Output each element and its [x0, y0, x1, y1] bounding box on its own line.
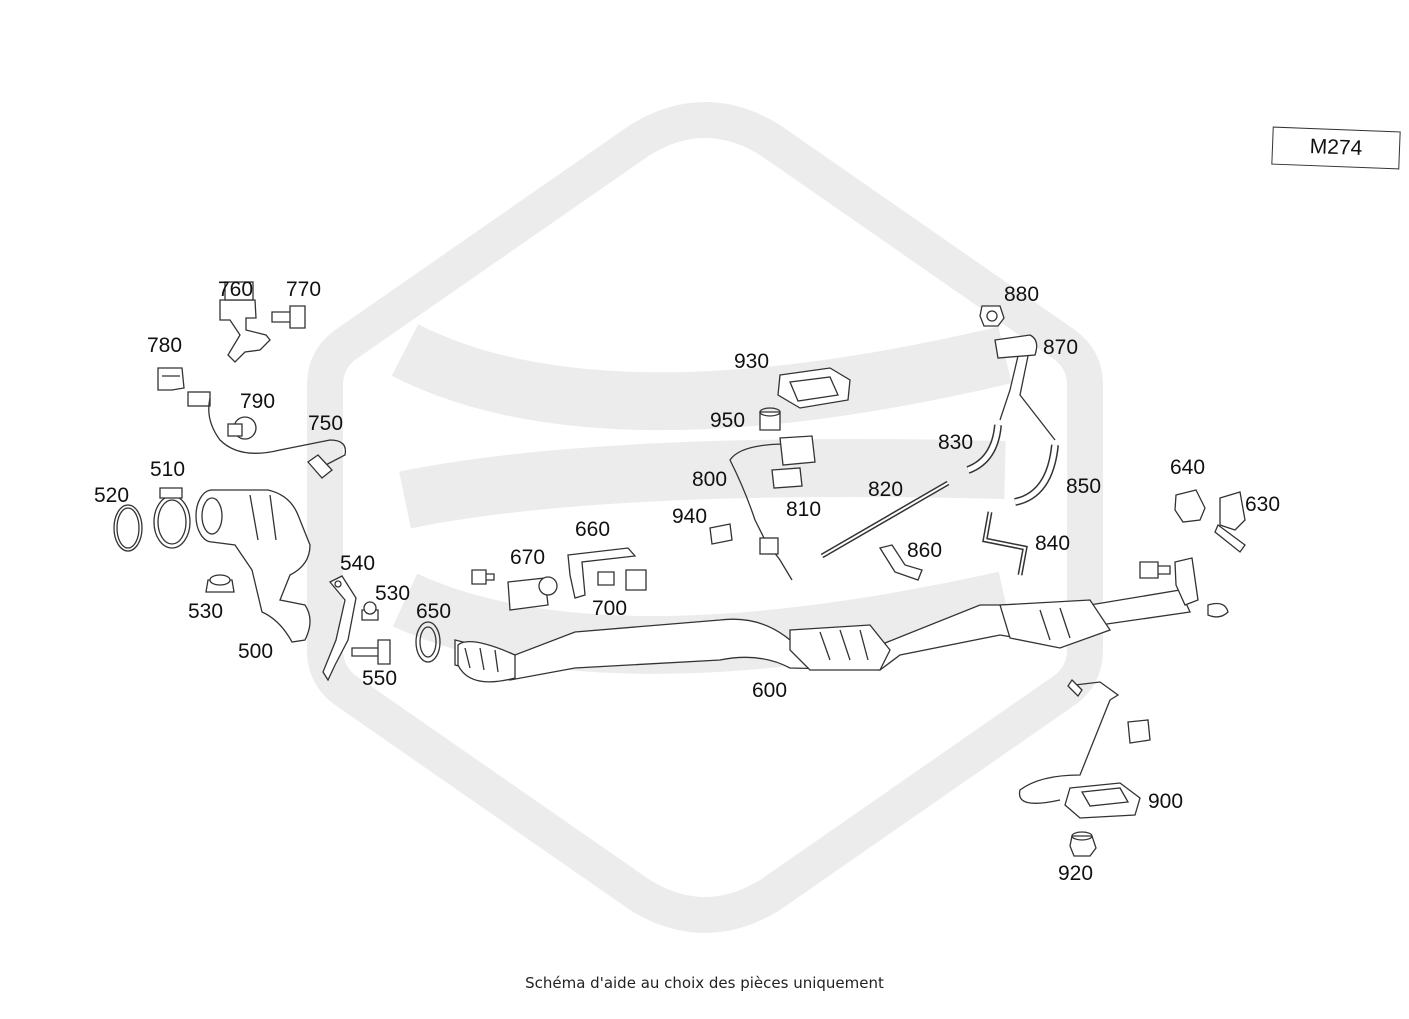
- part-920-nut[interactable]: [1069, 831, 1097, 857]
- label-760[interactable]: 760: [218, 278, 253, 301]
- label-800[interactable]: 800: [692, 468, 727, 491]
- part-780-clip[interactable]: [157, 367, 185, 391]
- label-900[interactable]: 900: [1148, 790, 1183, 813]
- label-660[interactable]: 660: [575, 518, 610, 541]
- label-940[interactable]: 940: [672, 505, 707, 528]
- label-650[interactable]: 650: [416, 600, 451, 623]
- label-530-left[interactable]: 530: [188, 600, 223, 623]
- part-600-exhaust-pipe[interactable]: [454, 589, 1191, 683]
- part-950-nut[interactable]: [759, 407, 781, 431]
- part-770-bolt[interactable]: [271, 305, 306, 329]
- label-860[interactable]: 860: [907, 539, 942, 562]
- label-830[interactable]: 830: [938, 431, 973, 454]
- part-labels: 500 510 520 530 530 540 550 600 630 640 …: [94, 278, 1280, 885]
- label-530-right[interactable]: 530: [375, 582, 410, 605]
- part-800-temp-sensor[interactable]: [729, 443, 793, 581]
- part-550-bolt[interactable]: [351, 639, 391, 665]
- label-750[interactable]: 750: [308, 412, 343, 435]
- part-930-control-unit[interactable]: [777, 367, 851, 409]
- part-830-hose[interactable]: [966, 424, 1002, 474]
- part-820-pipe[interactable]: [820, 480, 950, 559]
- part-880-nut[interactable]: [979, 305, 1005, 327]
- part-530-nut-left[interactable]: [205, 574, 235, 593]
- label-790[interactable]: 790: [240, 390, 275, 413]
- label-670[interactable]: 670: [510, 546, 545, 569]
- label-840[interactable]: 840: [1035, 532, 1070, 555]
- part-870-pressure-sensor[interactable]: [994, 334, 1056, 441]
- part-rear-hanger-assembly[interactable]: [1139, 557, 1229, 618]
- part-520-gasket[interactable]: [113, 504, 143, 552]
- part-640-bracket[interactable]: [1174, 489, 1206, 523]
- label-820[interactable]: 820: [868, 478, 903, 501]
- label-870[interactable]: 870: [1043, 336, 1078, 359]
- label-500[interactable]: 500: [238, 640, 273, 663]
- brand-logo-watermark: [307, 102, 1103, 933]
- part-530-nut-right[interactable]: [361, 601, 379, 621]
- label-780[interactable]: 780: [147, 334, 182, 357]
- label-600[interactable]: 600: [752, 679, 787, 702]
- part-860-clip[interactable]: [878, 544, 923, 581]
- part-510-clamp[interactable]: [153, 487, 191, 549]
- label-770[interactable]: 770: [286, 278, 321, 301]
- part-540-bracket[interactable]: [322, 575, 357, 682]
- part-850-hose[interactable]: [1013, 444, 1059, 506]
- part-500-catalytic-converter[interactable]: [195, 489, 311, 643]
- part-840-pipe[interactable]: [982, 511, 1028, 576]
- part-630-hanger[interactable]: [1214, 491, 1246, 553]
- label-850[interactable]: 850: [1066, 475, 1101, 498]
- part-900-nox-sensor[interactable]: [1018, 678, 1151, 819]
- part-750-sensor[interactable]: [187, 391, 347, 479]
- label-920[interactable]: 920: [1058, 862, 1093, 885]
- engine-code-badge: M274: [1271, 126, 1401, 170]
- engine-code-text: M274: [1309, 135, 1363, 161]
- label-950[interactable]: 950: [710, 409, 745, 432]
- label-520[interactable]: 520: [94, 484, 129, 507]
- label-700[interactable]: 700: [592, 597, 627, 620]
- part-670-mount[interactable]: [471, 569, 558, 611]
- label-640[interactable]: 640: [1170, 456, 1205, 479]
- part-760-bracket[interactable]: [219, 281, 271, 363]
- label-550[interactable]: 550: [362, 667, 397, 690]
- label-540[interactable]: 540: [340, 552, 375, 575]
- part-700-fastener[interactable]: [597, 569, 647, 591]
- label-930[interactable]: 930: [734, 350, 769, 373]
- label-880[interactable]: 880: [1004, 283, 1039, 306]
- part-650-clamp[interactable]: [415, 621, 441, 663]
- label-510[interactable]: 510: [150, 458, 185, 481]
- part-790-sensor[interactable]: [227, 416, 257, 440]
- label-630[interactable]: 630: [1245, 493, 1280, 516]
- part-940-clip[interactable]: [709, 523, 733, 545]
- part-660-bracket[interactable]: [567, 547, 637, 599]
- part-810-connector[interactable]: [771, 435, 816, 489]
- diagram-caption: Schéma d'aide au choix des pièces unique…: [525, 974, 884, 992]
- label-810[interactable]: 810: [786, 498, 821, 521]
